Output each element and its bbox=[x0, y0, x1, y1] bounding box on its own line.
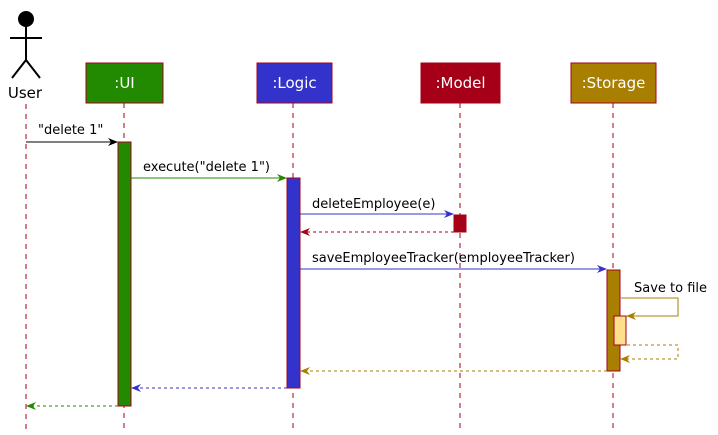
message-label: saveEmployeeTracker(employeeTracker) bbox=[312, 251, 575, 266]
participant-storage-label: :Storage bbox=[582, 74, 646, 92]
message-delete-employee: deleteEmployee(e) bbox=[300, 197, 454, 218]
actor-left-leg bbox=[11, 59, 27, 79]
message-label: deleteEmployee(e) bbox=[312, 197, 435, 212]
participant-storage: :Storage bbox=[570, 62, 657, 104]
lifelines bbox=[25, 103, 614, 430]
participant-ui-label: :UI bbox=[114, 74, 134, 92]
message-save-to-file: Save to file bbox=[621, 281, 707, 320]
participant-logic: :Logic bbox=[256, 62, 333, 104]
activation-ui bbox=[117, 141, 132, 407]
message-save-to-file-return bbox=[620, 344, 679, 363]
message-label: Save to file bbox=[634, 281, 707, 296]
participant-ui-box bbox=[85, 62, 164, 104]
actor-user: User bbox=[8, 11, 43, 102]
participant-model-label: :Model bbox=[435, 74, 485, 92]
message-label: "delete 1" bbox=[38, 123, 103, 138]
message-execute: execute("delete 1") bbox=[131, 160, 287, 182]
message-arrow bbox=[620, 344, 679, 363]
activation-logic bbox=[286, 177, 301, 389]
participant-model: :Model bbox=[420, 62, 501, 104]
message-delete-command: "delete 1" bbox=[26, 123, 118, 146]
participant-storage-box bbox=[570, 62, 657, 104]
message-label: execute("delete 1") bbox=[143, 160, 270, 175]
message-save-employee-tracker: saveEmployeeTracker(employeeTracker) bbox=[300, 251, 607, 273]
activation-model bbox=[453, 214, 467, 233]
participant-ui: :UI bbox=[85, 62, 164, 104]
participant-logic-box bbox=[256, 62, 333, 104]
actor-label: User bbox=[8, 84, 43, 102]
participant-model-box bbox=[420, 62, 501, 104]
message-arrow bbox=[621, 297, 679, 320]
actor-right-leg bbox=[25, 59, 41, 79]
activation-storage-nested bbox=[613, 315, 627, 346]
actor-head bbox=[18, 11, 34, 27]
participant-logic-label: :Logic bbox=[272, 74, 316, 92]
